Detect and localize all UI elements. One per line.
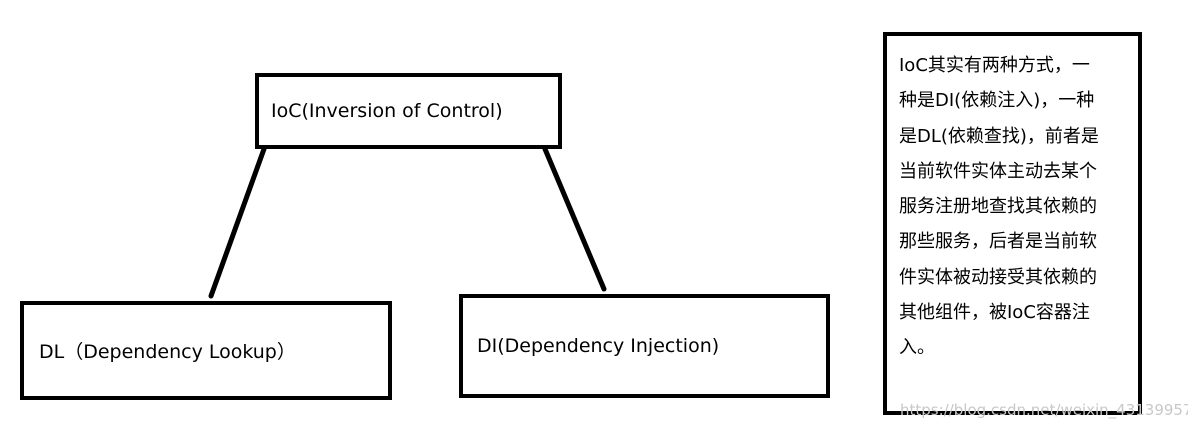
dl-node-label: DL（Dependency Lookup） (39, 341, 296, 363)
note-line-7: 件实体被动接受其依赖的 (899, 266, 1097, 288)
di-node-label: DI(Dependency Injection) (477, 335, 720, 357)
explanation-note: IoC其实有两种方式，一 种是DI(依赖注入)，一种 是DL(依赖查找)，前者是… (883, 32, 1142, 415)
note-line-6: 那些服务，后者是当前软 (899, 231, 1097, 253)
note-line-4: 当前软件实体主动去某个 (899, 160, 1097, 182)
note-line-8: 其他组件，被IoC容器注 (899, 302, 1090, 324)
note-line-3: 是DL(依赖查找)，前者是 (899, 125, 1099, 147)
edge-ioc-to-di (542, 146, 607, 292)
dl-node: DL（Dependency Lookup） (20, 301, 392, 400)
edge-ioc-to-dl (208, 146, 267, 299)
note-line-5: 服务注册地查找其依赖的 (899, 196, 1097, 218)
watermark-url: https://blog.csdn.net/weixin_43139957 (900, 401, 1188, 419)
ioc-node: IoC(Inversion of Control) (255, 73, 562, 149)
note-line-1: IoC其实有两种方式，一 (899, 55, 1090, 76)
ioc-node-label: IoC(Inversion of Control) (271, 100, 503, 122)
note-line-9: 入。 (899, 337, 935, 359)
note-line-2: 种是DI(依赖注入)，一种 (899, 90, 1095, 112)
di-node: DI(Dependency Injection) (459, 294, 830, 398)
